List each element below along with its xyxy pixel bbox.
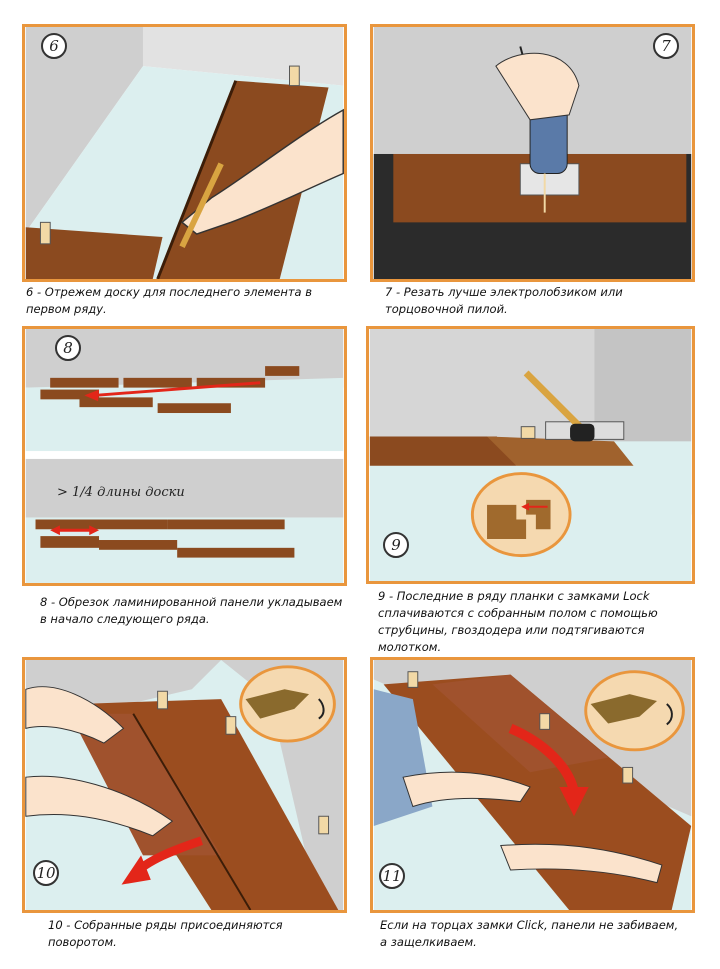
step-8-panel: 8 > 1/4 длины доски	[22, 326, 347, 586]
hand-right	[500, 843, 663, 884]
step-7-number: 7	[653, 33, 679, 59]
step-9-panel: 9	[366, 326, 695, 584]
step-7-panel: 7	[370, 24, 695, 282]
step-10-number: 10	[33, 860, 59, 886]
step-6-illustration	[25, 27, 344, 279]
step-6-caption: 6 - Отрежем доску для последнего элемент…	[26, 285, 313, 316]
step-8-number: 8	[55, 335, 81, 361]
step-11-illustration	[373, 660, 692, 910]
step-7-caption: 7 - Резать лучше электролобзиком или тор…	[385, 285, 623, 316]
press-arrow	[508, 723, 579, 794]
step-10-panel: 10	[22, 657, 347, 913]
step-9-caption: 9 - Последние в ряду планки с замками Lo…	[378, 589, 658, 654]
step-6-panel: 6	[22, 24, 347, 282]
wood-board	[383, 674, 692, 910]
offset-note: > 1/4 длины доски	[57, 485, 185, 500]
step-10-caption: 10 - Собранные ряды присоединяются повор…	[48, 918, 283, 949]
step-10-illustration	[25, 660, 344, 910]
step-7-illustration	[373, 27, 692, 279]
pencil	[179, 162, 224, 249]
step-9-illustration	[369, 329, 692, 581]
hammer-head	[570, 423, 595, 442]
hand-right	[25, 775, 174, 837]
step-11-panel: 11	[370, 657, 695, 913]
hammer-handle	[523, 370, 583, 430]
step-6-number: 6	[41, 33, 67, 59]
hand-left	[25, 686, 125, 744]
hand	[495, 52, 580, 121]
step-11-number: 11	[379, 863, 405, 889]
step-8-caption: 8 - Обрезок ламинированной панели уклады…	[40, 595, 343, 626]
step-9-number: 9	[383, 532, 409, 558]
step-8-illustration	[25, 329, 344, 583]
direction-arrow	[94, 381, 261, 397]
hand-left	[402, 771, 531, 808]
step-11-caption: Если на торцах замки Click, панели не за…	[380, 918, 679, 949]
